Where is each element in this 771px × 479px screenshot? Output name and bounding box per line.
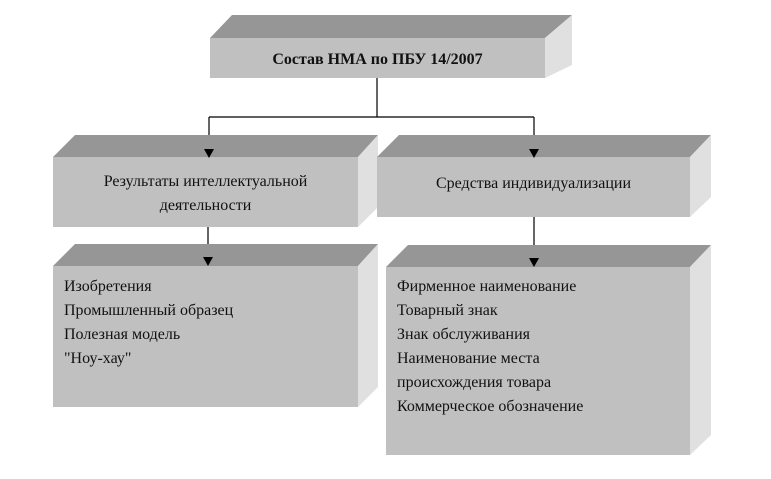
items-list-individualization: Фирменное наименование Товарный знак Зна… <box>397 275 583 419</box>
arrowhead-icon <box>203 257 213 266</box>
category-label-line: Средства индивидуализации <box>435 175 631 192</box>
list-item: Наименование места <box>397 350 540 367</box>
list-item: Товарный знак <box>397 302 498 319</box>
items-box-individualization-shape <box>386 245 711 455</box>
list-item: Фирменное наименование <box>397 278 577 295</box>
items-box-intellectual: Изобретения Промышленный образец Полезна… <box>53 244 378 407</box>
items-list-intellectual: Изобретения Промышленный образец Полезна… <box>64 275 233 371</box>
list-item: Изобретения <box>64 278 152 295</box>
category-box-individualization: Средства индивидуализации <box>377 135 711 217</box>
list-item: Полезная модель <box>64 326 181 343</box>
category-box-individualization-shape <box>377 135 711 217</box>
list-item: Знак обслуживания <box>397 326 531 343</box>
arrowhead-icon <box>529 258 539 267</box>
arrowhead-icon <box>204 149 214 158</box>
category-box-intellectual-shape <box>53 135 378 227</box>
root-box-shape <box>210 15 572 78</box>
list-item: Промышленный образец <box>64 302 234 319</box>
category-label-line: Результаты интеллектуальной <box>103 173 308 190</box>
category-label-intellectual: Результаты интеллектуальной деятельности <box>53 170 358 218</box>
list-item: происхождения товара <box>397 374 552 391</box>
category-label-individualization: Средства индивидуализации <box>377 172 690 196</box>
list-item: "Ноу-хау" <box>64 350 132 367</box>
category-box-intellectual: Результаты интеллектуальной деятельности <box>53 135 378 227</box>
items-box-intellectual-shape <box>53 244 378 407</box>
root-box: Состав НМА по ПБУ 14/2007 <box>210 15 572 78</box>
items-box-individualization: Фирменное наименование Товарный знак Зна… <box>386 245 711 455</box>
arrowhead-icon <box>529 149 539 158</box>
category-label-line: деятельности <box>159 197 252 214</box>
root-label: Состав НМА по ПБУ 14/2007 <box>272 51 483 68</box>
list-item: Коммерческое обозначение <box>397 398 584 415</box>
